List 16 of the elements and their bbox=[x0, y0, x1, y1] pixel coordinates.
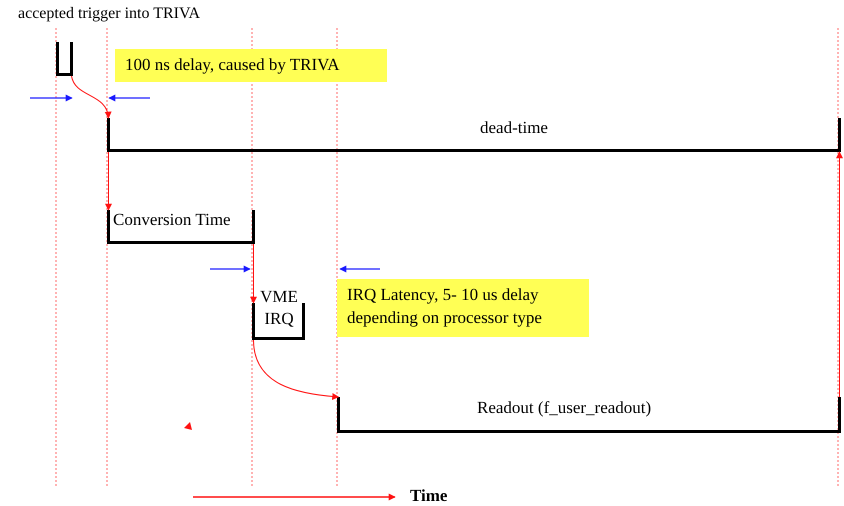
annotation-note: IRQ Latency, 5- 10 us delay depending on processor type bbox=[337, 279, 589, 337]
pulse-waveform bbox=[107, 118, 841, 152]
signal-arrow bbox=[71, 76, 111, 119]
signal-arrow bbox=[105, 152, 112, 211]
signal-label: accepted trigger into TRIVA bbox=[18, 4, 200, 24]
signal-arrow bbox=[253, 340, 340, 400]
pulse-waveform bbox=[107, 210, 255, 244]
signal-label: VME IRQ bbox=[259, 286, 299, 330]
signal-arrow bbox=[836, 151, 843, 398]
signal-label: dead-time bbox=[480, 118, 548, 138]
signal-arrow bbox=[250, 244, 257, 304]
signal-label: Conversion Time bbox=[113, 210, 231, 230]
signal-label: Readout (f_user_readout) bbox=[477, 398, 652, 418]
pulse-waveform bbox=[337, 397, 841, 433]
axis-label: Time bbox=[410, 486, 448, 506]
annotation-note: 100 ns delay, caused by TRIVA bbox=[115, 49, 387, 82]
